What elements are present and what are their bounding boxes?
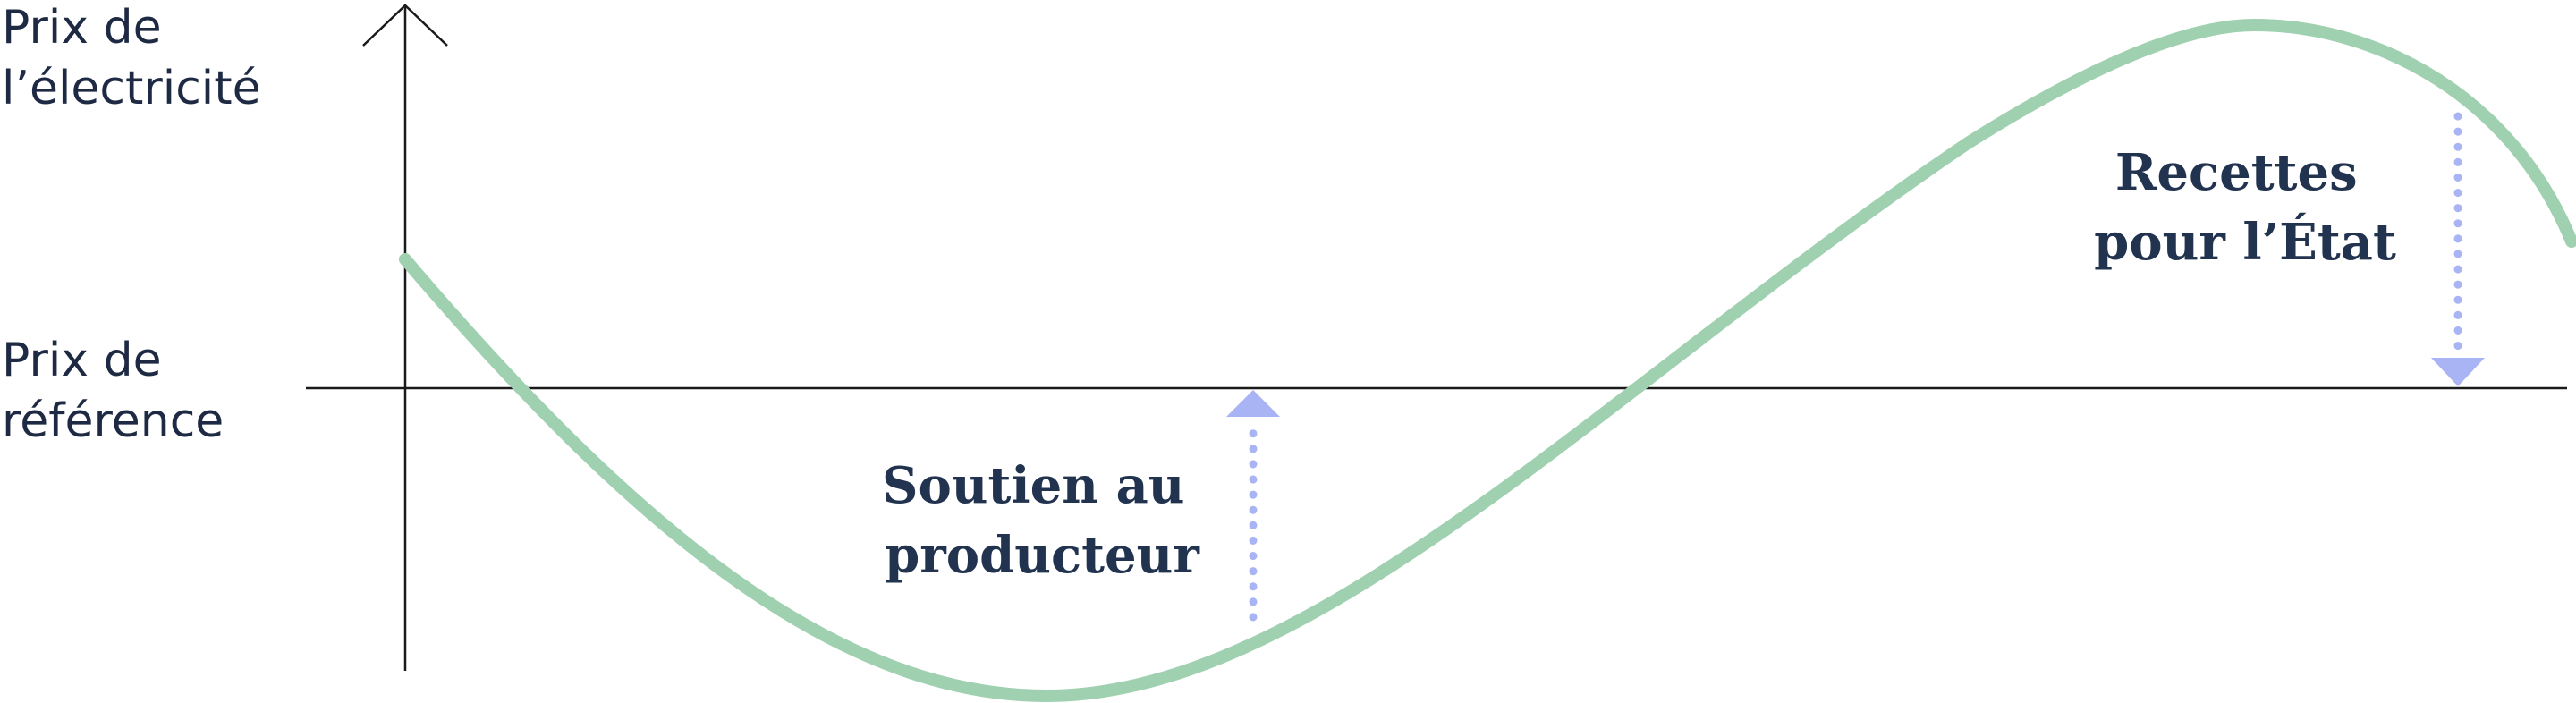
price-curve — [399, 18, 2576, 703]
producer-support-arrowhead — [1226, 390, 1280, 417]
y-axis-title: Prix de l’électricité — [2, 1, 261, 115]
y-axis-arrowhead — [362, 4, 448, 47]
state-revenue-arrowhead — [2431, 358, 2485, 386]
reference-price-label: Prix de référence — [2, 334, 224, 448]
producer-support-label: Soutien au producteur — [882, 456, 1202, 585]
state-revenue-label: Recettes pour l’État — [2094, 143, 2396, 272]
